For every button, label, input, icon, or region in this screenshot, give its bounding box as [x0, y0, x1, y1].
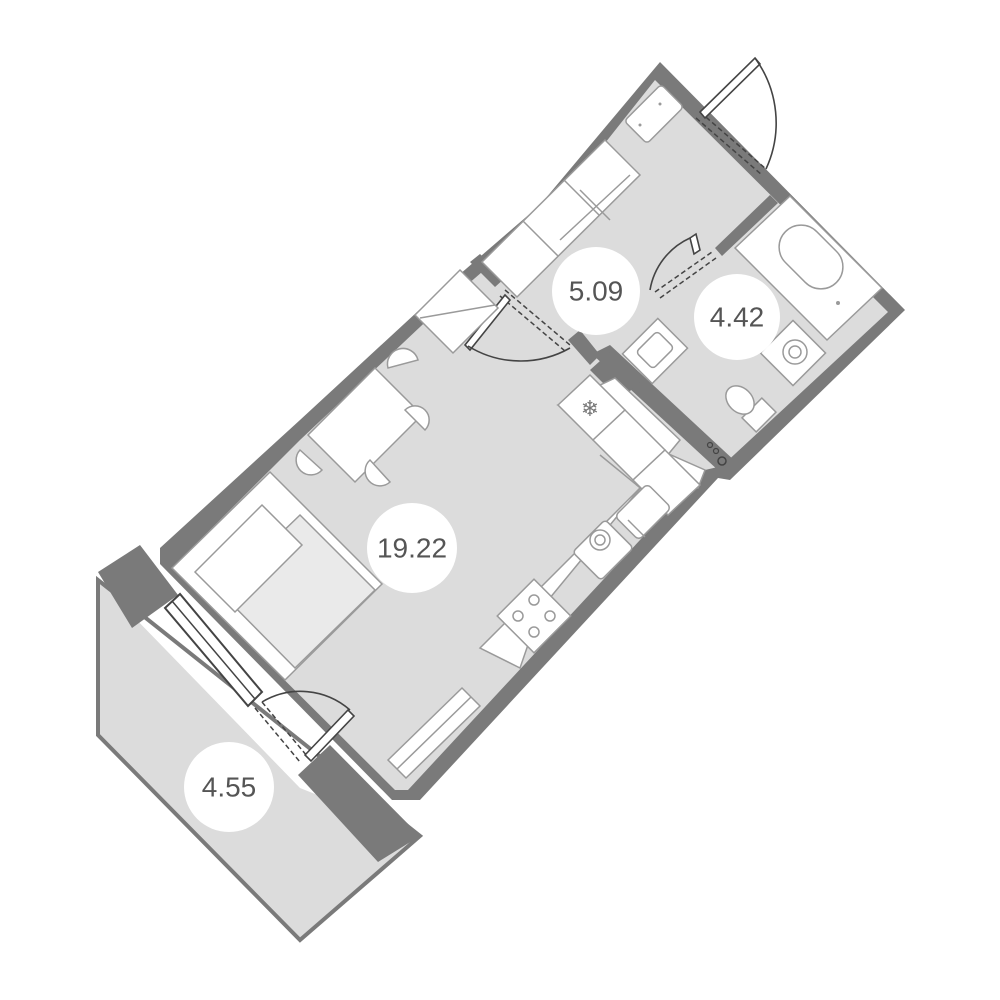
- entrance-door-arc: [754, 57, 777, 170]
- living-wardrobe-hanger: [419, 304, 496, 319]
- label-hall-text: 5.09: [569, 275, 624, 306]
- living-door-gap: [504, 289, 571, 346]
- bathroom: [621, 194, 884, 466]
- label-living-text: 19.22: [377, 532, 447, 563]
- balcony-door: [254, 690, 356, 763]
- chair-3: [295, 448, 324, 476]
- living-furniture: [170, 268, 500, 780]
- balcony-door-leaf: [303, 708, 356, 763]
- doors: [254, 56, 777, 763]
- bathroom-walls: [590, 195, 778, 472]
- balcony-door-gap: [254, 707, 301, 763]
- hall-wall: [470, 254, 600, 365]
- hall-shelf-dot-2: [658, 102, 662, 106]
- kitchen: ❄: [478, 373, 706, 670]
- bed-pillow: [193, 503, 304, 614]
- fridge-snowflake-icon: ❄: [581, 397, 599, 422]
- bathroom-wall-corner: [590, 352, 640, 400]
- dish-area: [573, 520, 633, 580]
- bathroom-wall-top: [715, 195, 778, 256]
- bathroom-door-arc: [649, 237, 691, 291]
- wardrobe-div-1: [522, 220, 559, 257]
- label-balcony-text: 4.55: [202, 771, 257, 802]
- vent-icon: [706, 441, 727, 466]
- label-balcony-bg: [184, 742, 274, 832]
- label-hall: 5.09: [552, 247, 640, 335]
- label-bathroom-bg: [694, 274, 780, 360]
- stove-burner-icon: [496, 578, 572, 654]
- entrance-door-gap-2: [699, 111, 767, 170]
- pillar-bottom: [298, 745, 420, 862]
- window-pane: [171, 600, 256, 700]
- bed: [170, 470, 384, 682]
- room-labels: 5.09 4.42 19.22 4.55: [184, 247, 780, 832]
- wardrobe-hanger-2: [579, 189, 611, 221]
- chair-2: [403, 405, 430, 432]
- hall-shelf-dot: [638, 123, 642, 127]
- label-living: 19.22: [367, 503, 457, 593]
- living-door-gap-2: [499, 295, 566, 352]
- bathtub-icon: [733, 194, 884, 342]
- pillar-top: [98, 545, 178, 628]
- entrance-door-leaf: [698, 56, 762, 120]
- bathroom-door-gap: [654, 251, 713, 293]
- chair-1: [386, 347, 419, 369]
- wardrobe-hanger: [559, 174, 631, 241]
- bathroom-door-gap-2: [659, 257, 717, 299]
- tv-stand-line: [396, 696, 472, 770]
- label-balcony: 4.55: [184, 742, 274, 832]
- hall-furniture: [480, 85, 683, 299]
- label-bathroom-text: 4.42: [710, 301, 765, 332]
- label-bathroom: 4.42: [694, 274, 780, 360]
- balcony-door-arc: [261, 690, 351, 711]
- balcony-window: [163, 573, 270, 708]
- entrance-door: [695, 56, 777, 176]
- balcony-door-gap-2: [261, 701, 308, 757]
- living-door-arc: [467, 345, 571, 362]
- bathroom-door-leaf: [689, 232, 701, 256]
- chair-4: [364, 458, 392, 487]
- label-hall-bg: [552, 247, 640, 335]
- bathroom-door: [649, 232, 717, 299]
- hall-shelf: [625, 85, 683, 143]
- toilet-icon: [725, 385, 778, 434]
- label-living-bg: [367, 503, 457, 593]
- exterior-walls: [160, 62, 905, 800]
- sink-icon: [616, 485, 670, 539]
- entrance-door-gap: [695, 117, 763, 176]
- dining-set: [295, 347, 430, 487]
- balcony-pillars: [98, 545, 420, 862]
- bathroom-sink: [621, 317, 689, 385]
- washing-machine-icon: [759, 319, 827, 387]
- hall-wall-right: [568, 330, 600, 365]
- hall-wall-segment: [470, 254, 505, 287]
